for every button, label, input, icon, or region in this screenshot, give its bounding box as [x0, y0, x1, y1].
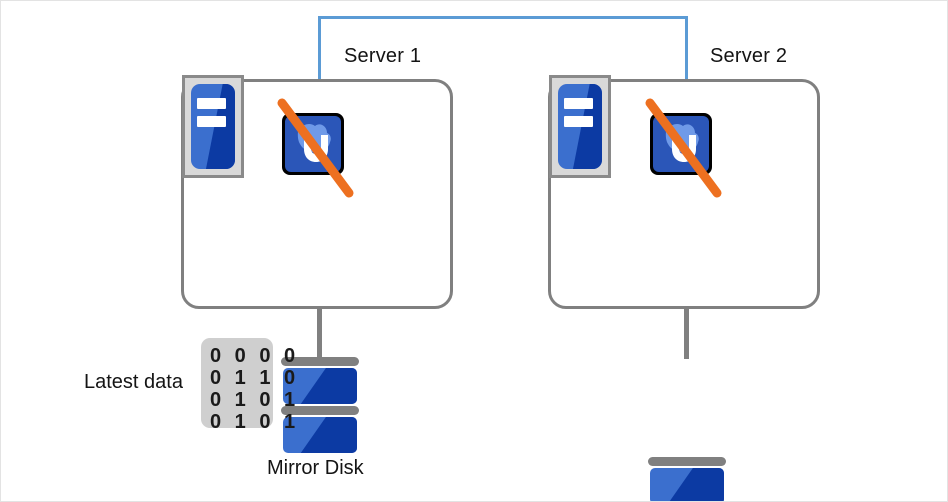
- server-1-label: Server 1: [344, 45, 422, 67]
- interconnect-line-left-vertical: [318, 16, 321, 80]
- cluster-stopped-slash-icon: [263, 95, 363, 201]
- server-1-disk-connector: [317, 307, 322, 359]
- latest-data-label: Latest data: [84, 371, 183, 393]
- disk-stack-icon: [648, 457, 726, 501]
- latest-data-chip: 0 0 0 0 0 1 1 0 0 1 0 1 0 1 0 1: [201, 338, 300, 433]
- binary-row: 0 0 0 0: [210, 345, 300, 367]
- server-tower-icon: [549, 75, 611, 178]
- binary-row: 0 1 1 0: [210, 367, 300, 389]
- interconnect-line-horizontal: [318, 16, 688, 19]
- interconnect-line-right-vertical: [685, 16, 688, 80]
- server-2-disk-connector: [684, 307, 689, 359]
- binary-row: 0 1 0 1: [210, 389, 300, 411]
- server-2-label: Server 2: [710, 45, 788, 67]
- mirror-disk-label: Mirror Disk: [267, 457, 364, 479]
- cluster-stopped-slash-icon: [631, 95, 731, 201]
- disk-stack-icon: [281, 357, 359, 457]
- binary-row: 0 1 0 1: [210, 411, 300, 433]
- server-tower-icon: [182, 75, 244, 178]
